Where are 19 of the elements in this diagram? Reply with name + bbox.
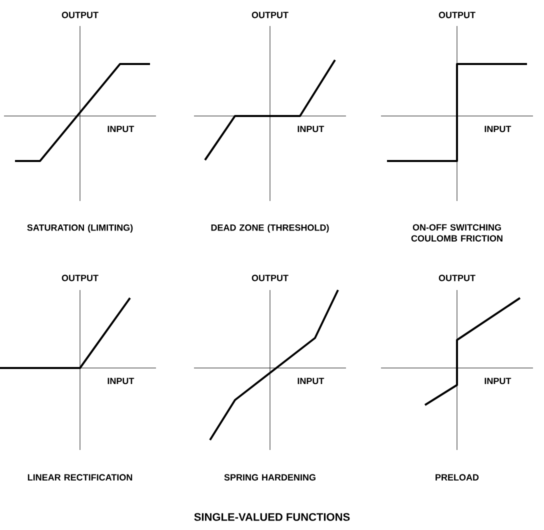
axis-label: OUTPUT (62, 274, 98, 282)
function-name: PRELOAD (436, 474, 479, 481)
title: SINGLE-VALUED FUNCTIONS (194, 513, 350, 521)
function-name: DEAD ZONE (THRESHOLD) (211, 224, 329, 233)
axis-label: OUTPUT (62, 12, 98, 18)
function-name: SATURATION (LIMITING) (27, 224, 133, 233)
axis-label: INPUT (298, 378, 324, 384)
axis-label: OUTPUT (252, 274, 288, 282)
function-name: LINEAR RECTIFICATION (28, 474, 132, 481)
axis-label: INPUT (108, 126, 134, 132)
axis-label: INPUT (484, 378, 512, 384)
axis-label: INPUT (298, 126, 324, 132)
axis-label: OUTPUT (438, 12, 476, 18)
axis-label: OUTPUT (438, 274, 476, 282)
axis-label: OUTPUT (252, 12, 288, 18)
function-name: SPRING HARDENING (224, 474, 316, 481)
axis-label: INPUT (108, 378, 134, 384)
axis-label: INPUT (484, 126, 512, 132)
function-name: ON-OFF SWITCHING COULOMB FRICTION (411, 224, 502, 242)
